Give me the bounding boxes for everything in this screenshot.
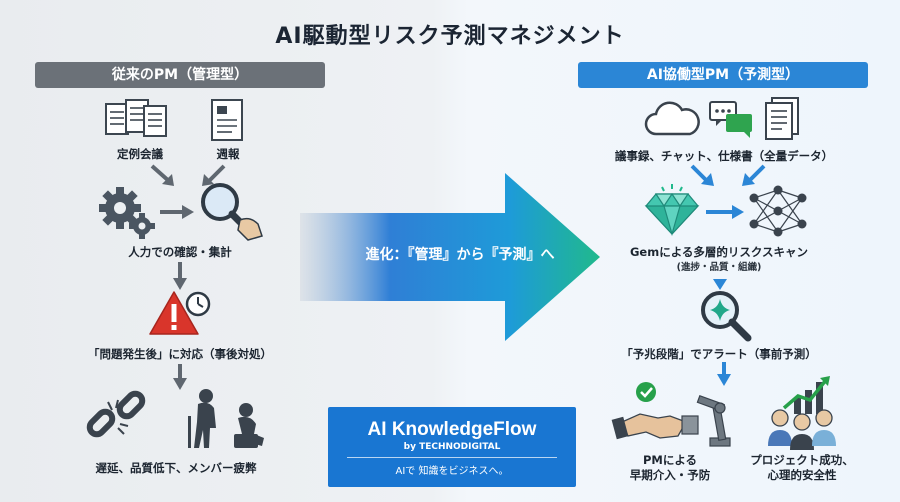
chat-icon (709, 101, 752, 138)
arrow-down-blue-icon (717, 362, 731, 386)
exhausted-team-icon (188, 389, 264, 448)
scan-label: Gemによる多層的リスクスキャン (629, 245, 809, 259)
evolution-text: 進化：『管理』から『予測』へ (365, 247, 555, 263)
cloud-icon (644, 101, 700, 136)
left-header: 従来のPM（管理型） (35, 62, 325, 88)
neural-network-icon (749, 185, 807, 237)
documents-icon (105, 99, 167, 137)
meetings-label: 定例会議 (117, 147, 163, 161)
document-stack-icon (765, 97, 799, 140)
scan-sub-label: (進捗・品質・組織) (676, 262, 762, 273)
gears-icon (99, 187, 155, 239)
alert-label: 「予兆段階」でアラート（事前予測） (621, 347, 817, 361)
broken-chain-icon (86, 390, 146, 438)
arrow-down-icon (173, 364, 187, 390)
success-team-icon (768, 376, 836, 450)
success-label-2: 心理的安全性 (767, 468, 837, 482)
arrow-right-blue-icon (706, 205, 744, 219)
intervene-label-1: PMによる (642, 453, 698, 467)
arrow-right-icon (160, 205, 194, 219)
result-label: 遅延、品質低下、メンバー疲弊 (95, 461, 257, 475)
magnifier-hand-icon (201, 183, 263, 241)
weekly-label: 週報 (216, 147, 240, 161)
arrow-down-left-blue-icon (742, 164, 766, 186)
reactive-label: 「問題発生後」に対応（事後対処） (88, 347, 272, 361)
report-icon (211, 99, 243, 141)
sources-label: 議事録、チャット、仕様書（全量データ） (614, 149, 834, 163)
arrow-down-blue-icon (713, 279, 727, 290)
right-header: AI協働型PM（予測型） (578, 62, 868, 88)
brand-by: by TECHNODIGITAL (403, 442, 501, 452)
intervene-label-2: 早期介入・予防 (629, 468, 711, 482)
handshake-robot-icon (611, 382, 731, 447)
brand-tagline: AIで 知識をビジネスへ。 (395, 466, 509, 477)
arrow-down-icon (173, 262, 187, 290)
success-label-1: プロジェクト成功、 (750, 453, 854, 467)
arrow-down-right-blue-icon (690, 164, 714, 186)
manual-label: 人力での確認・集計 (128, 245, 232, 259)
alert-icon (149, 291, 211, 335)
page-title: AI駆動型リスク予測マネジメント (275, 24, 625, 49)
arrow-down-right-icon (150, 164, 174, 186)
brand-name: AI KnowledgeFlow (367, 419, 537, 440)
brand-box: AI KnowledgeFlow by TECHNODIGITAL AIで 知識… (328, 407, 576, 487)
arrow-down-left-icon (202, 164, 226, 186)
ai-magnifier-icon (701, 291, 752, 342)
gem-icon (644, 184, 700, 237)
brand-divider (347, 457, 557, 458)
